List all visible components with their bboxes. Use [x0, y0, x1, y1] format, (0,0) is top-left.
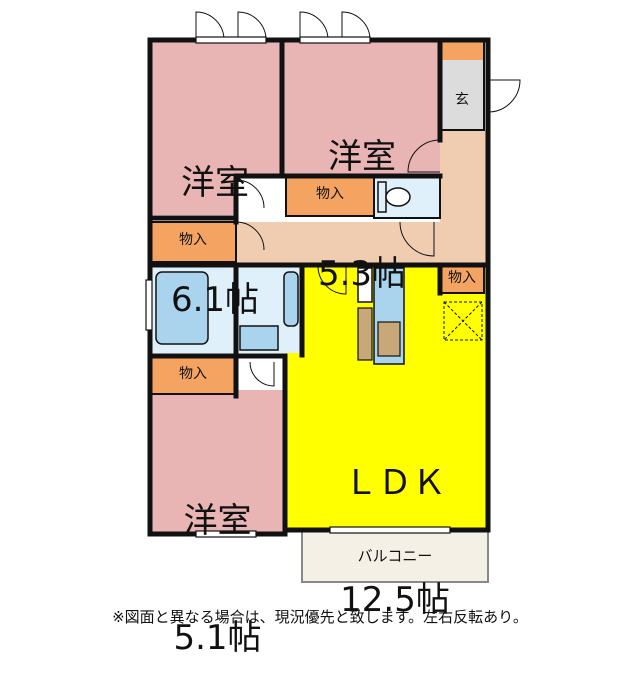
washbasin: [239, 325, 279, 351]
stove: [357, 307, 373, 361]
entrance-label: 玄: [455, 92, 469, 108]
kitchen-upper-cabinet: [357, 267, 373, 303]
bedroom-top-right-size: 5.3帖: [317, 254, 407, 295]
closet-ldk-area: [440, 265, 484, 293]
corridor-vertical-area: [440, 130, 488, 265]
closet-ldk-label: 物入: [448, 270, 476, 286]
windows: [145, 36, 451, 538]
ldk-name: ＬＤＫ: [344, 463, 446, 504]
underfloor-storage: [443, 301, 483, 341]
bathtub: [155, 271, 209, 345]
ldk-label: ＬＤＫ 12.5帖: [302, 386, 488, 660]
entrance-area: [440, 60, 484, 130]
footnote: ※図面と異なる場合は、現況優先と致します。左右反転あり。: [112, 608, 528, 626]
closet-top-right-label: 物入: [316, 186, 344, 202]
bedroom-top-left-name: 洋室: [181, 163, 249, 204]
entrance-closet-area: [440, 40, 484, 60]
door-swings: [195, 11, 521, 387]
balcony-label: バルコニー: [357, 547, 433, 565]
thin-walls: [149, 39, 485, 395]
underfloor-storage-cross-b: [443, 301, 483, 341]
ldk-size: 12.5帖: [340, 580, 450, 621]
toilet-bowl: [385, 187, 411, 207]
bedroom-top-left-label: 洋室 6.1帖: [150, 86, 280, 360]
bedroom-top-left-size: 6.1帖: [170, 280, 260, 321]
closet-bottom-left-area: [150, 356, 236, 394]
kitchen-sink: [377, 321, 401, 357]
closet-top-left-label: 物入: [179, 232, 207, 248]
bedroom-bottom-left-name: 洋室: [183, 501, 252, 542]
hall-area: [236, 176, 286, 222]
closet-top-left-area: [150, 222, 236, 262]
balcony-area: [301, 529, 489, 583]
closet-bottom-left-label: 物入: [179, 366, 207, 382]
bedroom-top-right-name: 洋室: [328, 137, 396, 178]
bedroom-bottom-left-area: [150, 390, 285, 532]
washing-machine: [283, 271, 299, 327]
bedroom-bottom-left-label: 洋室 5.1帖: [150, 424, 285, 698]
bedroom-top-right-label: 洋室 5.3帖: [284, 60, 440, 334]
closet-top-right-area: [286, 176, 374, 216]
floor-plan: [145, 11, 521, 583]
